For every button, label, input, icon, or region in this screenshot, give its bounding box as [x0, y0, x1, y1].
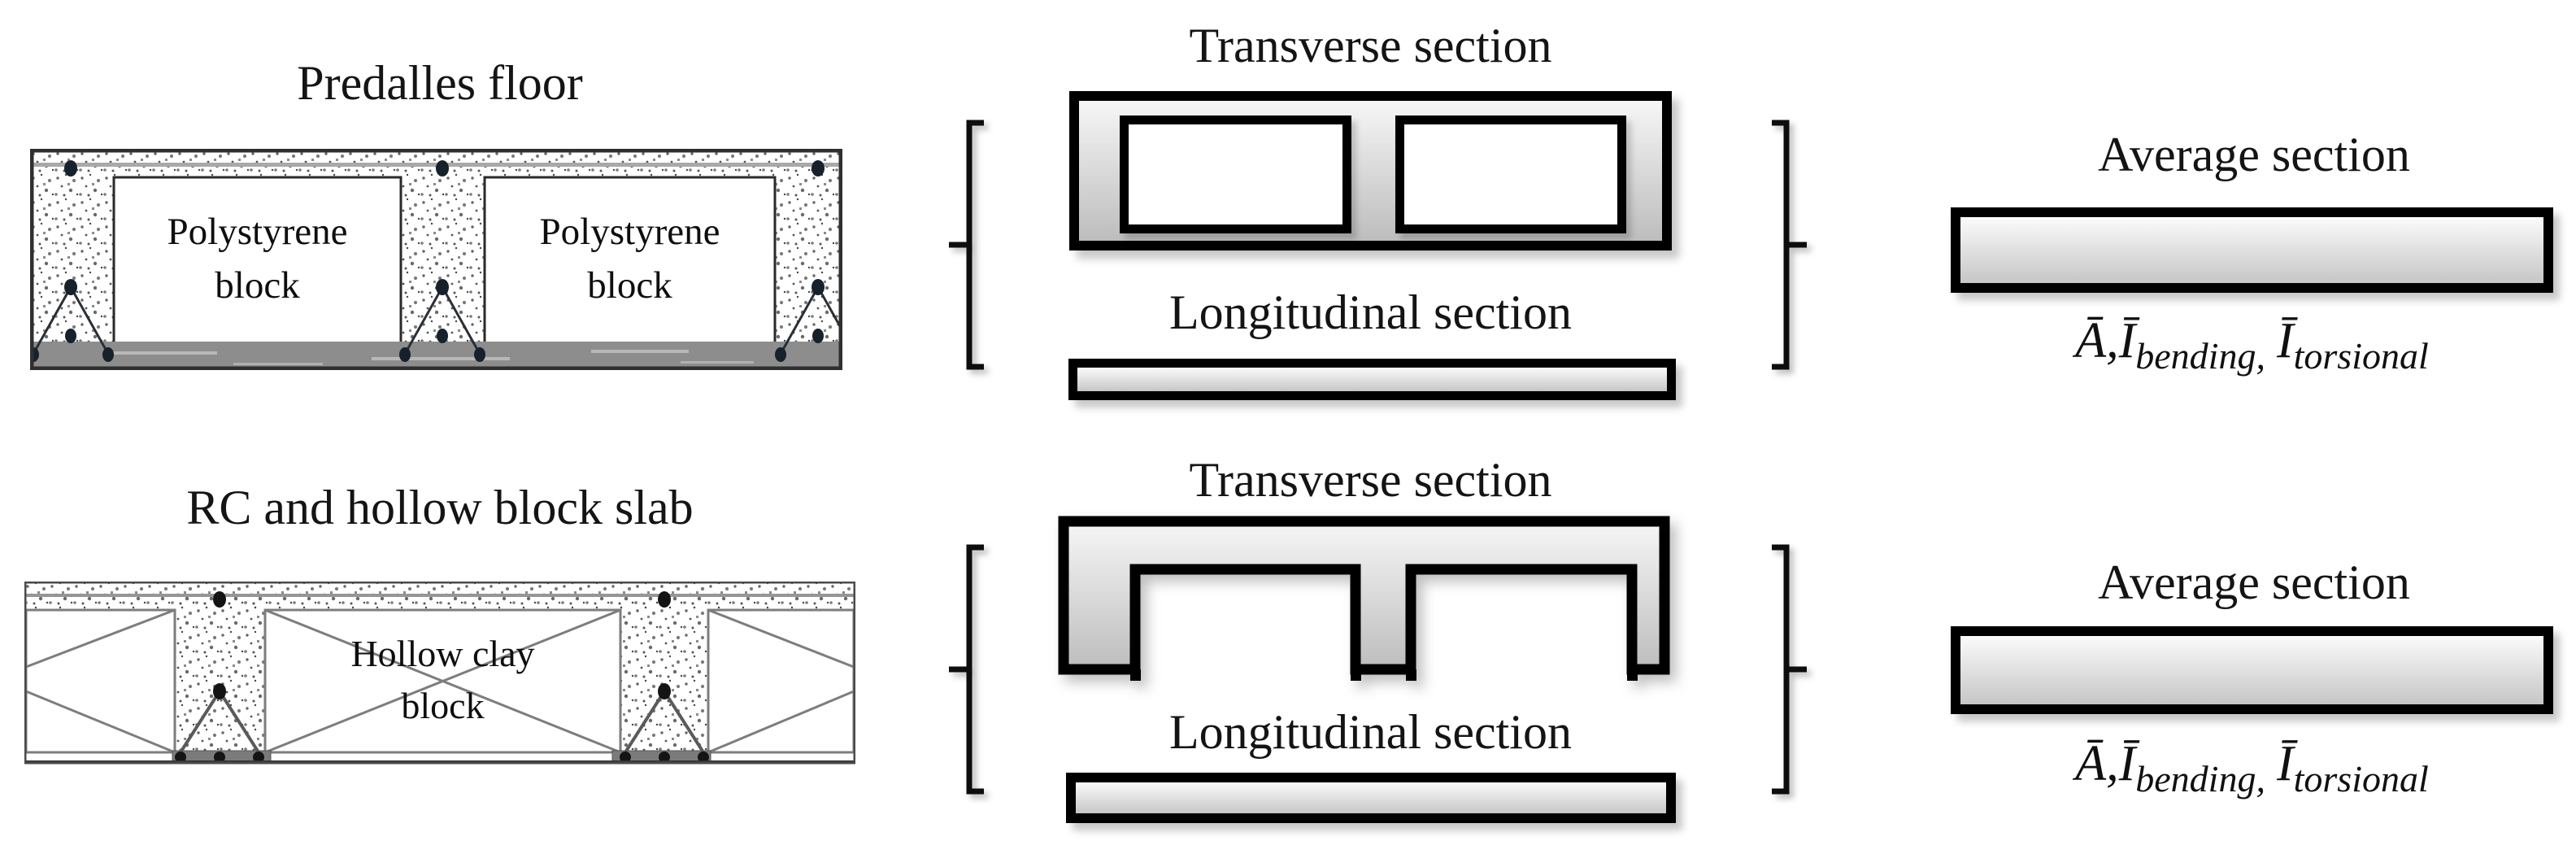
symbol-I-bar-torsional: Ī — [2276, 736, 2294, 791]
average-section-shape-row1 — [1951, 207, 2553, 293]
subscript-torsional: torsional — [2293, 758, 2429, 799]
subscript-bending: bending, — [2135, 758, 2265, 799]
symbol-A-bar: Ā — [2075, 313, 2107, 368]
top-rebar-line — [30, 163, 842, 167]
label-line: block — [215, 264, 300, 307]
transverse-section-title-row2: Transverse section — [1189, 453, 1552, 507]
lattice-girder-left — [30, 160, 114, 362]
label-line: block — [401, 685, 485, 726]
polystyrene-block-label-right: Polystyrene block — [485, 205, 775, 312]
hollow-block-right-half — [707, 608, 855, 754]
precast-slab-band — [30, 342, 842, 370]
hollow-clay-block-label: Hollow clay block — [265, 628, 620, 732]
right-curly-brace-row2 — [1772, 544, 1807, 795]
rc-hollow-block-slab-drawing — [24, 582, 855, 765]
hollow-block-left-half — [24, 608, 176, 754]
lattice-girder-rib-right — [620, 591, 709, 763]
drawing-outer-border — [30, 149, 842, 370]
transverse-section-title-row1: Transverse section — [1189, 19, 1552, 72]
top-rebar-line — [24, 594, 855, 597]
transverse-section-shape-row1 — [1069, 91, 1672, 251]
predalles-floor-title: Predalles floor — [297, 56, 583, 110]
hollow-void-right — [1395, 115, 1626, 233]
lattice-girder-center — [399, 160, 485, 362]
left-curly-brace-row2 — [949, 544, 984, 795]
comma: , — [2106, 313, 2119, 368]
subscript-torsional: torsional — [2293, 335, 2429, 377]
polystyrene-block-right — [483, 176, 777, 346]
rc-hollow-block-slab-title: RC and hollow block slab — [186, 481, 694, 534]
label-line: Hollow clay — [350, 633, 535, 674]
rib-edge-stubs — [1130, 669, 1638, 681]
drawing-outer-border — [24, 582, 855, 765]
label-line: Polystyrene — [167, 211, 348, 253]
subscript-bending: bending, — [2135, 335, 2265, 377]
hollow-void-left — [1120, 115, 1351, 233]
transverse-section-shape-row2 — [1058, 516, 1670, 681]
double-tee-outline — [1058, 516, 1670, 675]
longitudinal-section-title-row1: Longitudinal section — [1169, 285, 1572, 339]
average-section-title-row2: Average section — [2098, 555, 2410, 609]
longitudinal-section-title-row2: Longitudinal section — [1169, 705, 1572, 759]
right-curly-brace-row1 — [1772, 120, 1807, 370]
label-line: block — [587, 264, 672, 307]
longitudinal-section-shape-row2 — [1066, 773, 1676, 823]
symbol-I-bar-bending: Ī — [2118, 313, 2136, 368]
lattice-girder-right — [775, 160, 842, 362]
label-line: Polystyrene — [539, 211, 720, 253]
left-curly-brace-row1 — [949, 120, 984, 370]
average-section-formula-row1: Ā,Ībending,Ītorsional — [1951, 312, 2553, 377]
lattice-girder-symbols — [175, 591, 709, 763]
polystyrene-block-label-left: Polystyrene block — [114, 205, 401, 312]
predalles-floor-drawing — [30, 149, 842, 370]
symbol-I-bar-bending: Ī — [2118, 736, 2136, 791]
lattice-girder-symbols — [30, 160, 842, 362]
hollow-clay-blocks — [24, 608, 855, 754]
average-section-shape-row2 — [1951, 626, 2553, 714]
hollow-block-center — [263, 608, 622, 754]
symbol-I-bar-torsional: Ī — [2276, 313, 2294, 368]
comma: , — [2106, 736, 2119, 791]
average-section-title-row1: Average section — [2098, 128, 2410, 181]
lattice-girder-rib-left — [175, 591, 264, 763]
symbol-A-bar: Ā — [2075, 736, 2107, 791]
average-section-formula-row2: Ā,Ībending,Ītorsional — [1951, 735, 2553, 800]
longitudinal-section-shape-row1 — [1068, 359, 1676, 400]
polystyrene-block-left — [112, 176, 402, 346]
